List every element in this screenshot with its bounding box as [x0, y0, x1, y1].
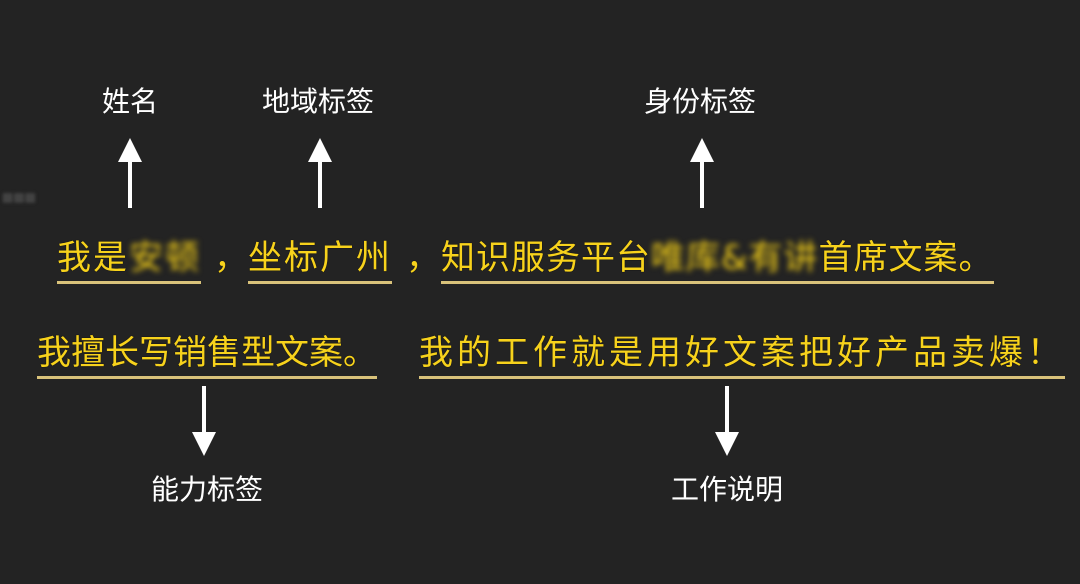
identity-suffix: 首席文案。: [818, 238, 994, 278]
work-phrase: 我的工作就是用好文案把好产品卖爆！: [419, 325, 1065, 379]
arrow-down-icon: [715, 386, 739, 456]
blurred-name: 安顿: [129, 238, 201, 278]
name-phrase: 我是安顿: [57, 230, 201, 284]
arrow-up-icon: [118, 138, 142, 208]
name-prefix: 我是: [57, 238, 129, 278]
identity-prefix: 知识服务平台: [441, 238, 651, 278]
blurred-platform: 唯库&有讲: [651, 238, 819, 278]
arrow-down-icon: [192, 386, 216, 456]
arrow-up-icon: [690, 138, 714, 208]
label-identity: 身份标签: [643, 85, 757, 118]
region-phrase: 坐标广州: [248, 230, 392, 284]
label-ability: 能力标签: [150, 473, 264, 506]
label-work: 工作说明: [670, 473, 784, 506]
label-name: 姓名: [101, 85, 159, 118]
arrow-up-icon: [308, 138, 332, 208]
comma: ，: [406, 238, 442, 278]
ability-phrase: 我擅长写销售型文案。: [37, 325, 377, 379]
identity-phrase: 知识服务平台唯库&有讲首席文案。: [441, 230, 994, 284]
comma: ，: [214, 238, 250, 278]
watermark: ▩▩▩: [2, 190, 37, 204]
label-region: 地域标签: [261, 85, 375, 118]
